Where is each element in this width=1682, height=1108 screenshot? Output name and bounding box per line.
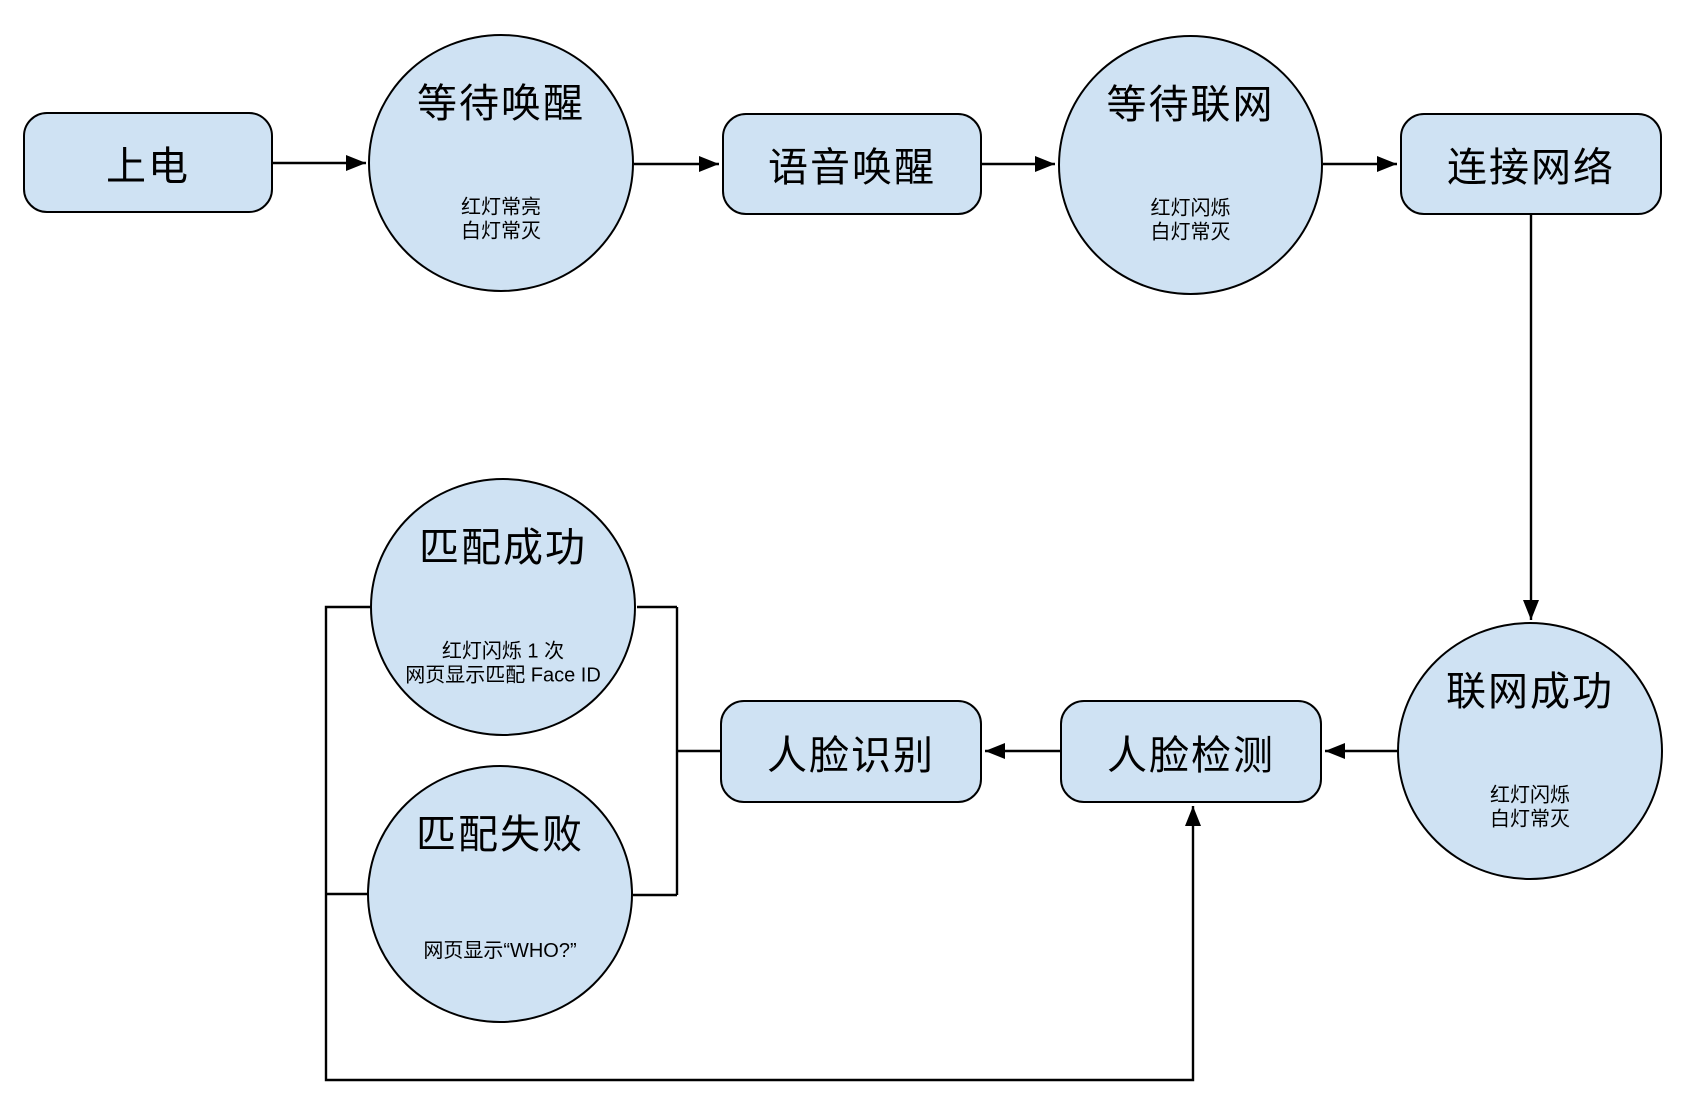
node-network-success: 联网成功 红灯闪烁 白灯常灭 [1397,622,1663,880]
edge-face-recognize-to-match-branches [633,605,720,897]
node-wait-wake-sublabel: 红灯常亮 白灯常灭 [461,196,541,243]
node-power-on: 上电 [23,112,273,213]
node-match-success: 匹配成功 红灯闪烁 1 次 网页显示匹配 Face ID [370,478,636,736]
node-network-success-label: 联网成功 [1446,670,1614,714]
node-voice-wake: 语音唤醒 [722,113,982,215]
node-network-success-sublabel: 红灯闪烁 白灯常灭 [1490,784,1570,831]
node-match-success-sublabel: 红灯闪烁 1 次 网页显示匹配 Face ID [405,640,601,687]
node-power-on-label: 上电 [106,144,190,189]
node-face-detect: 人脸检测 [1060,700,1322,803]
node-connect-network: 连接网络 [1400,113,1662,215]
node-match-fail: 匹配失败 网页显示“WHO?” [367,765,633,1023]
edge-match-feedback-to-face-detect [324,605,1201,1082]
node-face-recognize: 人脸识别 [720,700,982,803]
node-match-success-label: 匹配成功 [419,526,587,570]
node-match-fail-sublabel: 网页显示“WHO?” [423,939,577,962]
node-face-detect-label: 人脸检测 [1107,733,1275,778]
node-wait-network-sublabel: 红灯闪烁 白灯常灭 [1150,197,1231,244]
node-wait-network: 等待联网 红灯闪烁 白灯常灭 [1058,35,1323,295]
node-wait-wake-label: 等待唤醒 [417,82,585,126]
node-wait-network-label: 等待联网 [1106,83,1275,127]
node-match-fail-label: 匹配失败 [416,813,584,857]
node-face-recognize-label: 人脸识别 [767,733,935,778]
node-connect-network-label: 连接网络 [1447,146,1615,190]
node-voice-wake-label: 语音唤醒 [768,146,936,190]
node-wait-wake: 等待唤醒 红灯常亮 白灯常灭 [368,34,634,292]
